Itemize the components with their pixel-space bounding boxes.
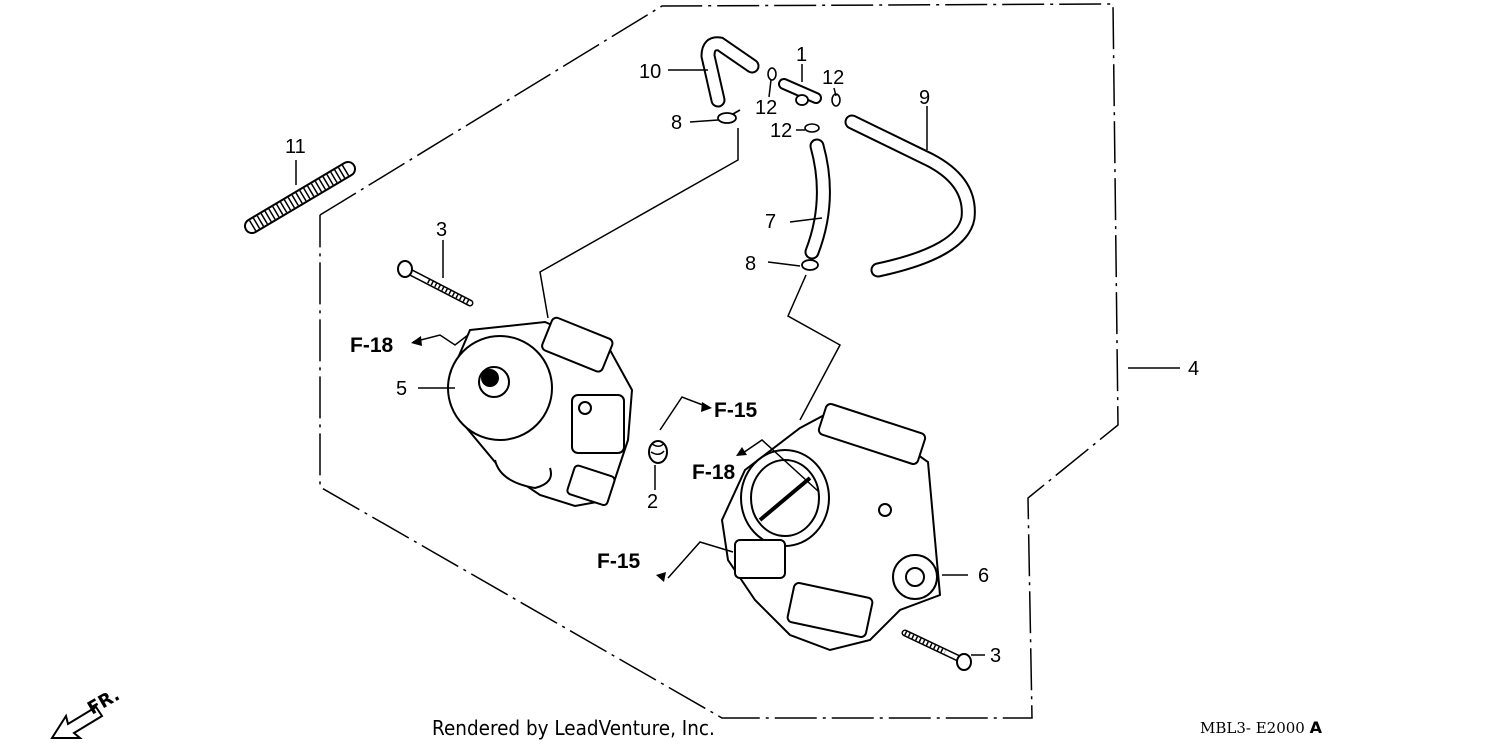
diagram-code: MBL3- E2000 A xyxy=(1200,718,1322,737)
hose-part-9[interactable] xyxy=(844,114,976,278)
ref-f15-upper[interactable]: F-15 xyxy=(714,399,758,422)
callout-7: 7 xyxy=(765,211,776,233)
joint-part-1[interactable] xyxy=(778,78,822,106)
callout-5: 5 xyxy=(396,378,407,400)
callout-3-upper: 3 xyxy=(436,219,447,241)
callout-4: 4 xyxy=(1188,358,1199,380)
leader-lines xyxy=(295,64,1180,656)
callout-8-lower: 8 xyxy=(745,253,756,275)
callout-6: 6 xyxy=(978,565,989,587)
hose-part-7[interactable] xyxy=(804,138,831,260)
carburetor-part-5[interactable] xyxy=(447,316,634,508)
callout-12-b: 12 xyxy=(822,67,844,89)
callout-11: 11 xyxy=(285,136,306,158)
clip-part-12-a[interactable] xyxy=(767,67,777,81)
callout-10: 10 xyxy=(639,61,661,83)
assembly-boundary xyxy=(319,3,1119,719)
callout-3-lower: 3 xyxy=(990,645,1001,667)
arrowheads xyxy=(411,336,747,582)
ref-f15-lower[interactable]: F-15 xyxy=(597,550,641,573)
clip-part-8-lower[interactable] xyxy=(801,259,819,271)
ref-f18-right[interactable]: F-18 xyxy=(692,461,736,484)
diagram-code-text: MBL3- E2000 xyxy=(1200,719,1305,737)
bolt-part-3-upper[interactable] xyxy=(397,260,474,307)
callout-1: 1 xyxy=(796,44,807,66)
ref-f18-left[interactable]: F-18 xyxy=(350,334,394,357)
clip-part-12-c[interactable] xyxy=(804,123,820,133)
carburetor-part-6[interactable] xyxy=(720,403,942,652)
bolt-part-3-lower[interactable] xyxy=(901,629,972,671)
credit-text: Rendered by LeadVenture, Inc. xyxy=(432,716,715,740)
hose-part-10[interactable] xyxy=(700,36,760,108)
callout-2: 2 xyxy=(647,491,658,513)
diagram-code-suffix: A xyxy=(1309,718,1323,737)
callout-9: 9 xyxy=(919,87,930,109)
callout-12-c: 12 xyxy=(770,120,792,142)
front-arrow-icon: FR. xyxy=(50,684,123,739)
cap-part-2[interactable] xyxy=(648,440,668,464)
clip-part-8-upper[interactable] xyxy=(717,109,741,124)
spring-part-11[interactable] xyxy=(244,161,356,234)
callout-8-upper: 8 xyxy=(671,112,682,134)
callout-12-a: 12 xyxy=(755,97,777,119)
